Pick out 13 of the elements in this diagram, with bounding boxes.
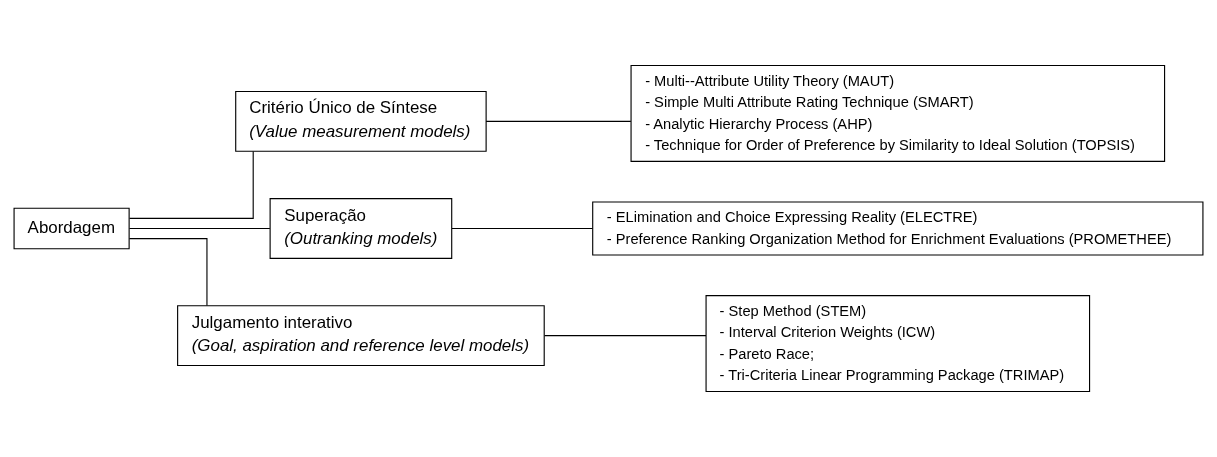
connector xyxy=(485,120,632,122)
node-box: Critério Único de Síntese (Value measurement models) xyxy=(235,90,487,152)
node-box: - Step Method (STEM) - Interval Criterion Weights (ICW) - Pareto Race; - Tri-Criteria Linear Programming Package (TRIMAP) xyxy=(705,295,1091,393)
connector xyxy=(544,335,707,337)
node-box: Julgamento interativo (Goal, aspiration and reference level models) xyxy=(177,305,545,367)
node-box: - Multi--Attribute Utility Theory (MAUT) - Simple Multi Attribute Rating Technique (SMART) - Analytic Hierarchy Process (AHP) - Technique for Order of Preference by Similarity to Ideal Solution (TOPSIS) xyxy=(630,64,1166,162)
node-box: - ELimination and Choice Expressing Reality (ELECTRE) - Preference Ranking Organization Method for Enrichment Evaluations (PROMETHEE) xyxy=(592,201,1204,256)
node-box: Superação (Outranking models) xyxy=(269,198,453,259)
connector xyxy=(128,227,271,230)
connector xyxy=(451,227,594,230)
connector xyxy=(129,150,254,219)
connector xyxy=(128,238,208,307)
node-box: Abordagem xyxy=(13,207,130,250)
